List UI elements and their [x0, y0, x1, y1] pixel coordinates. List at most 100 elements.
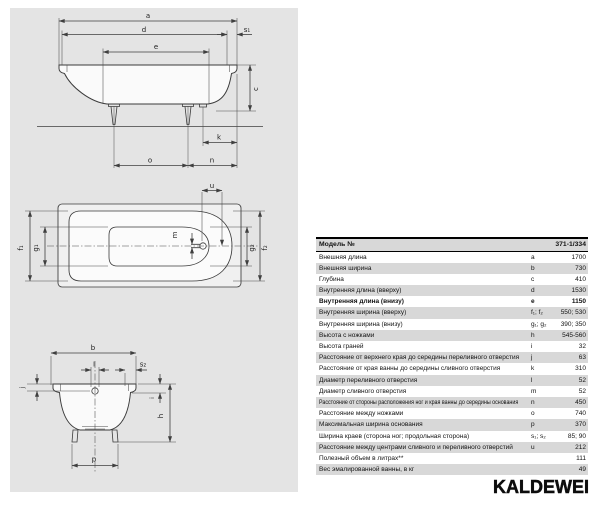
spec-label: Внутренняя ширина (вверху): [319, 309, 407, 317]
dim-label-b: b: [91, 344, 96, 352]
table-row: Вес эмалированной ванны, в кг 49: [316, 464, 588, 476]
dim-label-n: n: [210, 157, 214, 165]
spec-label: Внутренняя длина (вверху): [319, 287, 402, 295]
side-view-tub-outline: [37, 64, 263, 168]
spec-value: 212: [575, 443, 586, 451]
table-row: Диаметр сливного отверстия m 52: [316, 385, 588, 397]
spec-value: 1530: [571, 287, 586, 295]
table-row: Внутренняя ширина (внизу) g₁; g₂ 390; 35…: [316, 318, 588, 330]
spec-label: Расстояние между ножками: [319, 410, 404, 418]
spec-letter: s₁; s₂: [531, 432, 546, 440]
spec-label: Расстояние от верхнего края до середины …: [319, 354, 520, 362]
dim-label-c: c: [252, 87, 260, 91]
dim-label-f1: f₁: [17, 245, 25, 250]
spec-label: Диаметр переливного отверстия: [319, 376, 418, 384]
dim-label-g1: g₁: [32, 244, 40, 251]
header-spacer: [528, 239, 556, 251]
spec-label: Диаметр сливного отверстия: [319, 387, 407, 395]
dim-label-l: l: [93, 362, 95, 369]
spec-value: 49: [578, 466, 586, 474]
spec-label: Ширина краев (сторона ног; продольная ст…: [319, 432, 470, 440]
technical-drawings-panel: a d e s₁ c k o n: [10, 8, 298, 492]
table-header: Модель № 371-1/334: [316, 237, 588, 252]
spec-letter: n: [531, 398, 535, 406]
table-row: Максимальная ширина основания p 370: [316, 419, 588, 431]
side-view-dimensions: [58, 18, 256, 168]
spec-value: 450: [575, 398, 586, 406]
spec-value: 550; 530: [560, 309, 586, 317]
spec-letter: p: [531, 421, 535, 429]
dim-label-g2: g₂: [248, 244, 256, 251]
spec-letter: c: [531, 275, 535, 283]
spec-letter: j: [531, 354, 533, 362]
spec-value: 545-560: [562, 331, 586, 339]
table-row: Ширина краев (сторона ног; продольная ст…: [316, 430, 588, 442]
spec-value: 310: [575, 365, 586, 373]
spec-letter: [531, 453, 559, 464]
spec-label: Внутренняя длина (внизу): [319, 298, 404, 306]
spec-value: 730: [575, 264, 586, 272]
spec-value: 52: [578, 376, 586, 384]
dim-label-a: a: [146, 12, 150, 20]
spec-label: Внешняя длина: [319, 253, 367, 261]
plan-view-tub-outline: [47, 203, 259, 288]
end-view-dimensions: [27, 350, 176, 469]
dim-label-m: m: [171, 231, 179, 238]
table-row: Внешняя ширина b 730: [316, 262, 588, 274]
dim-label-s1: s₁: [244, 26, 251, 34]
table-row: Расстояние между ножками o 740: [316, 408, 588, 420]
table-row: Расстояние между центрами сливного и пер…: [316, 441, 588, 453]
spec-label: Расстояние от стороны расположения ног и…: [316, 397, 531, 408]
table-row: Внутренняя длина (вверху) d 1530: [316, 285, 588, 297]
spec-value: 111: [576, 454, 586, 462]
table-row: Диаметр переливного отверстия l 52: [316, 374, 588, 386]
table-row: Внутренняя ширина (вверху) f₁; f₂ 550; 5…: [316, 307, 588, 319]
plan-view-diagram: u m f₁ g₁ g₂ f₂: [17, 182, 269, 288]
spec-label: Внешняя ширина: [319, 264, 372, 272]
spec-letter: b: [531, 264, 535, 272]
dim-label-d: d: [142, 26, 146, 34]
spec-label: Высота с ножками: [319, 331, 375, 339]
spec-label: Расстояние от края ванны до середины сли…: [319, 365, 501, 373]
dim-label-s2: s₂: [140, 361, 147, 369]
dim-label-f2: f₂: [261, 245, 269, 250]
spec-letter: m: [531, 387, 537, 395]
spec-value: 410: [575, 275, 586, 283]
spec-value: 52: [578, 387, 586, 395]
end-view-diagram: b l s₂ j i h p: [19, 344, 176, 472]
spec-label: Максимальная ширина основания: [319, 421, 423, 429]
table-row: Расстояние от края ванны до середины сли…: [316, 363, 588, 375]
spec-letter: u: [531, 443, 535, 451]
end-view-tub-outline: [52, 361, 137, 472]
spec-letter: k: [531, 365, 535, 373]
plan-view-dimensions: [25, 188, 265, 282]
side-view-diagram: a d e s₁ c k o n: [37, 12, 263, 168]
dim-label-k: k: [217, 134, 222, 142]
spec-letter: g₁; g₂: [531, 320, 547, 328]
spec-value: 1150: [571, 298, 586, 306]
dim-label-i: i: [149, 397, 156, 399]
spec-value: 85; 90: [567, 432, 586, 440]
spec-value: 1700: [571, 253, 586, 261]
spec-label-condensed: Расстояние от стороны расположения ног и…: [319, 398, 519, 406]
spec-letter: o: [531, 410, 535, 418]
spec-value: 32: [578, 343, 586, 350]
side-view-labels: a d e s₁ c k o n: [142, 12, 260, 165]
spec-letter: [531, 464, 559, 475]
spec-value: 390; 350: [560, 320, 586, 328]
table-row: Высота с ножками h 545-560: [316, 329, 588, 341]
table-row: Полезный объем в литрах** 111: [316, 452, 588, 465]
table-row: Внешняя длина a 1700: [316, 251, 588, 263]
spec-letter: l: [531, 376, 533, 384]
dim-label-u: u: [210, 182, 214, 190]
spec-value: 63: [578, 354, 586, 362]
kaldewei-logo: KALDEWEI: [493, 477, 590, 498]
model-label: Модель №: [319, 241, 355, 248]
end-view-labels: b l s₂ j i h p: [19, 344, 165, 464]
table-row: Глубина c 410: [316, 273, 588, 286]
spec-letter: d: [531, 287, 535, 295]
spec-letter: f₁; f₂: [531, 309, 543, 317]
spec-label: Вес эмалированной ванны, в кг: [319, 466, 415, 474]
dim-label-j: j: [19, 386, 26, 389]
